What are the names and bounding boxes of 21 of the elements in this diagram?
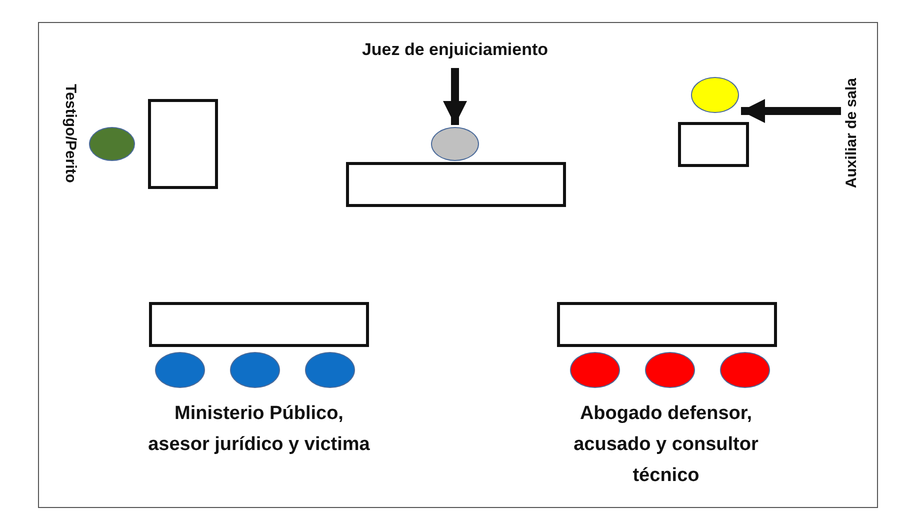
person-seat xyxy=(720,352,770,388)
role-caption: Abogado defensor, acusado y consultor técnico xyxy=(572,402,760,488)
person-seat xyxy=(691,77,739,113)
person-seat xyxy=(305,352,355,388)
role-caption: Ministerio Público, asesor jurídico y victima xyxy=(147,402,371,457)
person-seat xyxy=(431,127,479,161)
desk xyxy=(557,302,777,347)
person-seat xyxy=(230,352,280,388)
role-label: Testigo/Perito xyxy=(62,84,79,183)
arrow xyxy=(443,68,467,125)
arrow xyxy=(741,99,841,123)
person-seat xyxy=(89,127,135,161)
role-label: Auxiliar de sala xyxy=(843,78,860,188)
person-seat xyxy=(570,352,620,388)
desk xyxy=(148,99,218,189)
desk xyxy=(149,302,369,347)
person-seat xyxy=(645,352,695,388)
desk xyxy=(678,122,749,167)
role-label: Juez de enjuiciamiento xyxy=(300,40,610,60)
desk xyxy=(346,162,566,207)
person-seat xyxy=(155,352,205,388)
